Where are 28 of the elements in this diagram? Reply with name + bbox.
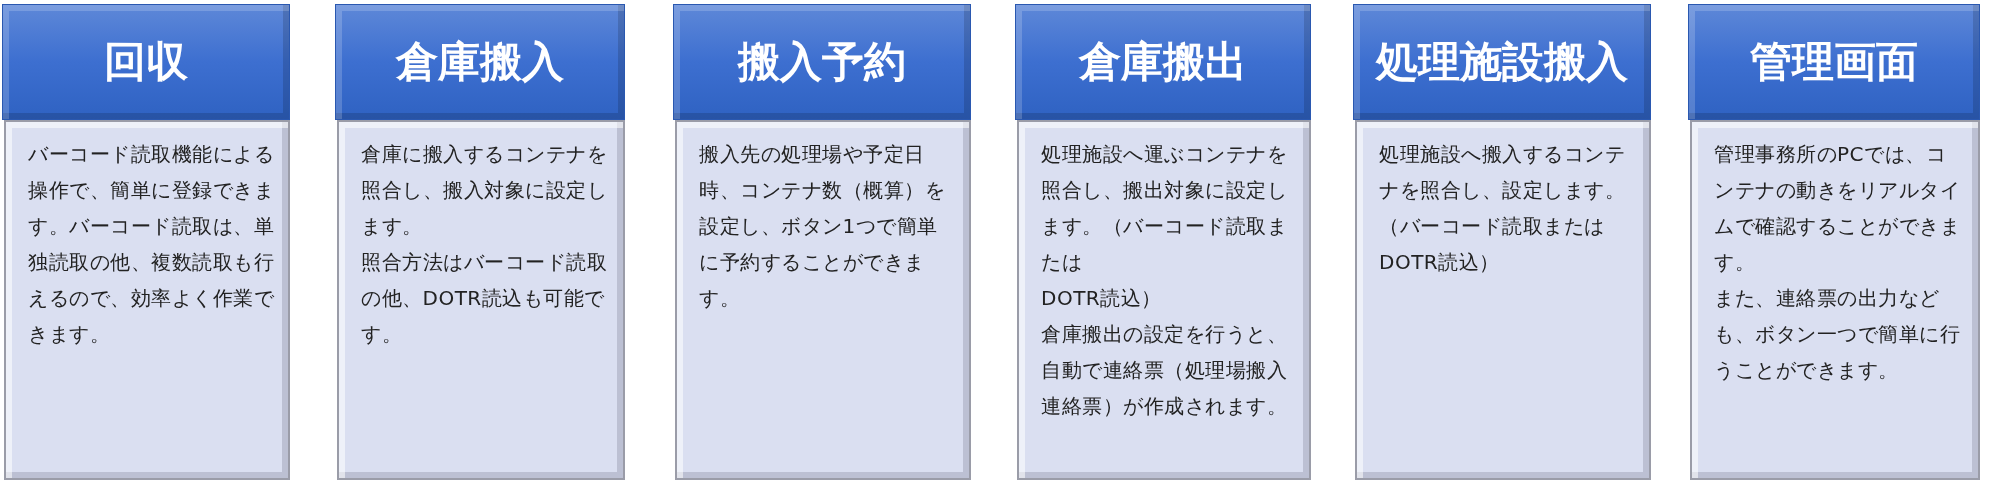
description-box [675, 120, 971, 480]
description-text: 照合方法はバーコード読取の他、DOTR読込も可能です。 [361, 249, 608, 348]
description-text: DOTR読込） [1041, 285, 1163, 312]
description-text: 倉庫搬出の設定を行うと、自動で連絡票（処理場搬入連絡票）が作成されます。 [1041, 321, 1288, 420]
description-box [1017, 120, 1311, 480]
description-text: 処理施設へ運ぶコンテナを照合し、搬出対象に設定します。（バーコード読取または [1041, 141, 1288, 276]
description-text: 倉庫に搬入するコンテナを照合し、搬入対象に設定します。 [361, 141, 608, 240]
header-box [673, 4, 971, 120]
header-box [2, 4, 290, 120]
description-text: 搬入先の処理場や予定日時、コンテナ数（概算）を設定し、ボタン1つで簡単に予約することができます。 [699, 141, 946, 312]
header-title: 処理施設搬入 [1376, 36, 1628, 88]
description-box [1690, 120, 1980, 480]
header-box [1353, 4, 1651, 120]
header-title: 回収 [104, 36, 188, 88]
header-title: 搬入予約 [738, 36, 906, 88]
header-title: 倉庫搬入 [396, 36, 564, 88]
description-text: 処理施設へ搬入するコンテナを照合し、設定します。（バーコード読取またはDOTR読込） [1379, 141, 1626, 276]
header-box [1688, 4, 1980, 120]
header-title: 倉庫搬出 [1079, 36, 1247, 88]
description-text: 管理事務所のPCでは、コンテナの動きをリアルタイムで確認することができます。 [1714, 141, 1961, 276]
description-box [4, 120, 290, 480]
header-title: 管理画面 [1750, 36, 1918, 88]
description-text: また、連絡票の出力なども、ボタン一つで簡単に行うことができます。 [1714, 285, 1961, 384]
description-box [337, 120, 625, 480]
description-text: バーコード読取機能による操作で、簡単に登録できます。バーコード読取は、単独読取の他、複数読取も行えるので、効率よく作業できます。 [28, 141, 274, 348]
header-box [335, 4, 625, 120]
header-box [1015, 4, 1311, 120]
description-box [1355, 120, 1651, 480]
